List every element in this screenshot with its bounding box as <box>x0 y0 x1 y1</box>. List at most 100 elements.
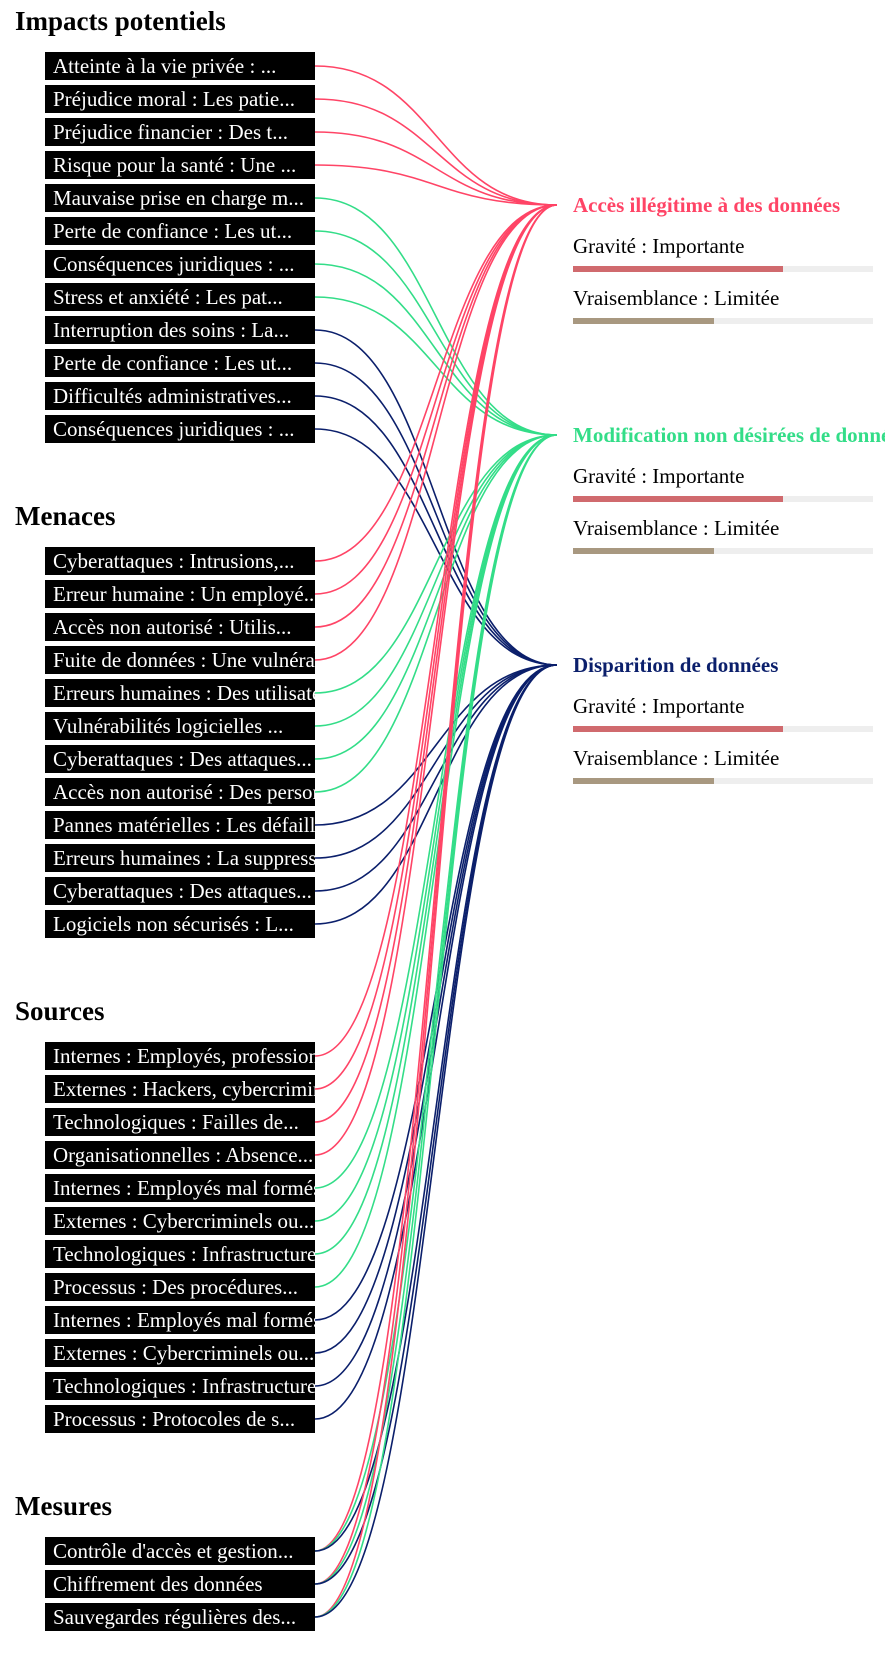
impacts-potentiels-item[interactable]: Atteinte à la vie privée : ... <box>45 52 315 80</box>
gravite-metric: Gravité : Importante <box>573 232 885 284</box>
impacts-potentiels-item[interactable]: Difficultés administratives... <box>45 382 315 410</box>
link-curve <box>314 434 558 694</box>
risk-title[interactable]: Accès illégitime à des données <box>573 193 841 217</box>
link-curve <box>314 664 558 925</box>
gravite-metric: Gravité : Importante <box>573 462 885 514</box>
link-curve <box>314 664 558 859</box>
vraisemblance-bar-fill <box>573 318 714 324</box>
gravite-bar-track <box>573 726 873 732</box>
sources-item[interactable]: Organisationnelles : Absence... <box>45 1141 315 1169</box>
group-title-sources: Sources <box>15 996 105 1026</box>
sources-item[interactable]: Technologiques : Infrastructures... <box>45 1372 315 1400</box>
gravite-label: Gravité : Importante <box>573 694 745 718</box>
link-curve <box>314 664 558 1618</box>
impacts-potentiels-item[interactable]: Stress et anxiété : Les pat... <box>45 283 315 311</box>
link-curve <box>314 98 558 206</box>
link-curve <box>314 428 558 666</box>
risk-title[interactable]: Disparition de données <box>573 653 779 677</box>
link-curve <box>314 434 558 1585</box>
impacts-potentiels-item[interactable]: Perte de confiance : Les ut... <box>45 349 315 377</box>
vraisemblance-bar-track <box>573 778 873 784</box>
menaces-item[interactable]: Cyberattaques : Des attaques... <box>45 745 315 773</box>
link-curve <box>314 664 558 826</box>
menaces-item[interactable]: Cyberattaques : Des attaques... <box>45 877 315 905</box>
link-curve <box>314 434 558 727</box>
group-title-menaces: Menaces <box>15 501 116 531</box>
group-title-impacts-potentiels: Impacts potentiels <box>15 6 226 36</box>
gravite-label: Gravité : Importante <box>573 234 745 258</box>
sources-item[interactable]: Externes : Cybercriminels ou... <box>45 1339 315 1367</box>
sources-item[interactable]: Internes : Employés, professionnels... <box>45 1042 315 1070</box>
menaces-item[interactable]: Cyberattaques : Intrusions,... <box>45 547 315 575</box>
link-curve <box>314 434 558 1552</box>
impacts-potentiels-item[interactable]: Préjudice financier : Des t... <box>45 118 315 146</box>
link-curve <box>314 204 558 1618</box>
link-curve <box>314 296 558 436</box>
impacts-potentiels-item[interactable]: Conséquences juridiques : ... <box>45 415 315 443</box>
sources-item[interactable]: Internes : Employés mal formés... <box>45 1306 315 1334</box>
menaces-item[interactable]: Erreurs humaines : Des utilisateurs... <box>45 679 315 707</box>
sources-item[interactable]: Externes : Hackers, cybercriminels... <box>45 1075 315 1103</box>
link-curve <box>314 263 558 436</box>
sources-item[interactable]: Technologiques : Infrastructures... <box>45 1240 315 1268</box>
link-curve <box>314 204 558 1552</box>
mesures-item[interactable]: Sauvegardes régulières des... <box>45 1603 315 1631</box>
link-curve <box>314 204 558 661</box>
group-title-mesures: Mesures <box>15 1491 112 1521</box>
link-curve <box>314 664 558 1552</box>
gravite-bar-track <box>573 266 873 272</box>
link-curve <box>314 664 558 1585</box>
sources-item[interactable]: Processus : Des procédures... <box>45 1273 315 1301</box>
link-curve <box>314 434 558 1618</box>
sources-item[interactable]: Internes : Employés mal formés... <box>45 1174 315 1202</box>
mesures-item[interactable]: Contrôle d'accès et gestion... <box>45 1537 315 1565</box>
vraisemblance-bar-fill <box>573 548 714 554</box>
gravite-metric: Gravité : Importante <box>573 692 885 744</box>
impacts-potentiels-item[interactable]: Préjudice moral : Les patie... <box>45 85 315 113</box>
link-curve <box>314 204 558 595</box>
sources-item[interactable]: Technologiques : Failles de... <box>45 1108 315 1136</box>
impacts-potentiels-item[interactable]: Risque pour la santé : Une ... <box>45 151 315 179</box>
menaces-item[interactable]: Erreurs humaines : La suppression... <box>45 844 315 872</box>
menaces-item[interactable]: Accès non autorisé : Utilis... <box>45 613 315 641</box>
impacts-potentiels-item[interactable]: Mauvaise prise en charge m... <box>45 184 315 212</box>
link-curve <box>314 204 558 562</box>
link-curve <box>314 434 558 793</box>
vraisemblance-label: Vraisemblance : Limitée <box>573 516 780 540</box>
gravite-bar-fill <box>573 266 783 272</box>
gravite-bar-track <box>573 496 873 502</box>
menaces-item[interactable]: Accès non autorisé : Des personnes... <box>45 778 315 806</box>
impacts-potentiels-item[interactable]: Perte de confiance : Les ut... <box>45 217 315 245</box>
vraisemblance-metric: Vraisemblance : Limitée <box>573 284 885 336</box>
sources-item[interactable]: Processus : Protocoles de s... <box>45 1405 315 1433</box>
vraisemblance-metric: Vraisemblance : Limitée <box>573 514 885 566</box>
link-curve <box>314 204 558 1090</box>
menaces-item[interactable]: Erreur humaine : Un employé... <box>45 580 315 608</box>
link-curve <box>314 395 558 666</box>
link-curve <box>314 434 558 1288</box>
mesures-item[interactable]: Chiffrement des données <box>45 1570 315 1598</box>
link-curve <box>314 204 558 1156</box>
risk-title[interactable]: Modification non désirées de données <box>573 423 885 447</box>
link-curve <box>314 362 558 666</box>
link-curve <box>314 434 558 760</box>
impacts-potentiels-item[interactable]: Conséquences juridiques : ... <box>45 250 315 278</box>
link-curve <box>314 329 558 666</box>
link-curve <box>314 131 558 206</box>
sources-item[interactable]: Externes : Cybercriminels ou... <box>45 1207 315 1235</box>
link-curve <box>314 204 558 628</box>
menaces-item[interactable]: Logiciels non sécurisés : L... <box>45 910 315 938</box>
vraisemblance-metric: Vraisemblance : Limitée <box>573 744 885 796</box>
link-curve <box>314 664 558 892</box>
vraisemblance-bar-fill <box>573 778 714 784</box>
vraisemblance-label: Vraisemblance : Limitée <box>573 746 780 770</box>
link-curve <box>314 230 558 436</box>
menaces-item[interactable]: Vulnérabilités logicielles ... <box>45 712 315 740</box>
impacts-potentiels-item[interactable]: Interruption des soins : La... <box>45 316 315 344</box>
menaces-item[interactable]: Pannes matérielles : Les défaillances... <box>45 811 315 839</box>
menaces-item[interactable]: Fuite de données : Une vulnérabilité... <box>45 646 315 674</box>
